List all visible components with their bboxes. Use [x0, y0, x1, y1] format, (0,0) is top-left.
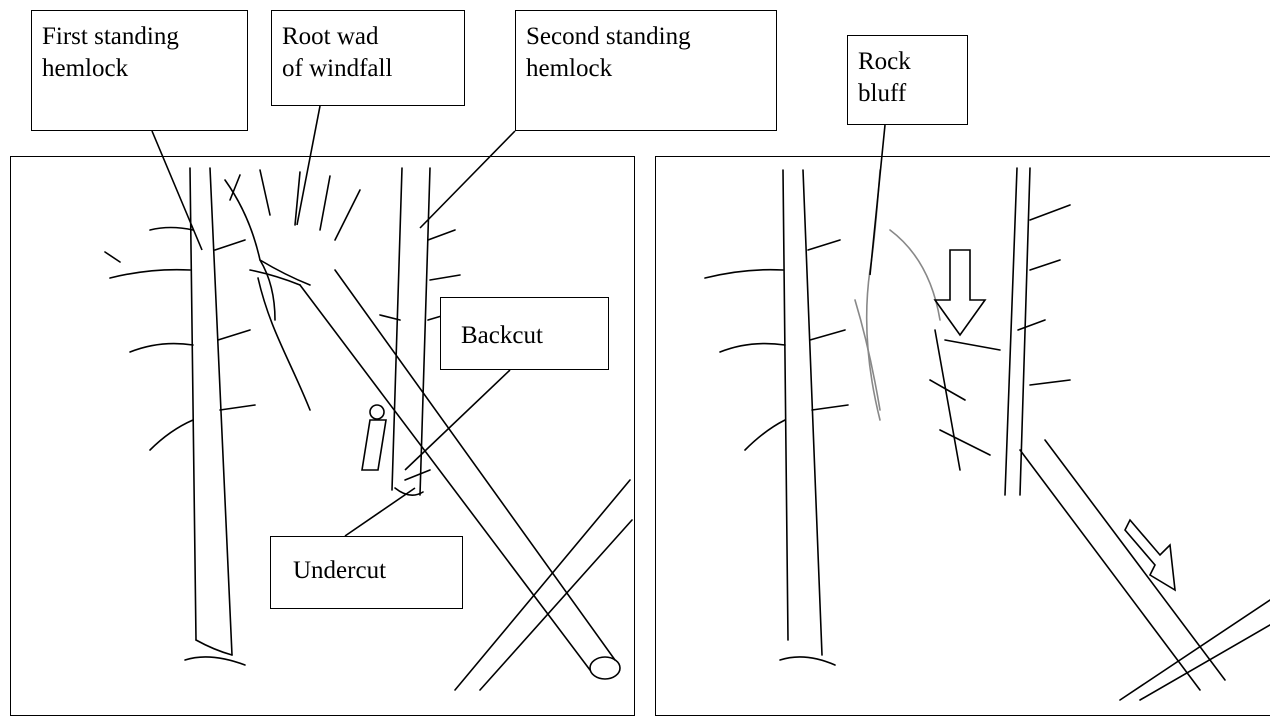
label-rock-bluff: Rock bluff: [847, 35, 968, 125]
motion-arrow-down: [935, 250, 985, 335]
falling-log-right: [1020, 440, 1225, 690]
label-undercut: Undercut: [270, 536, 463, 609]
root-wad-sketch: [225, 170, 360, 410]
label-first-standing-hemlock: First standing hemlock: [31, 10, 248, 131]
first-hemlock-trunk: [105, 168, 255, 665]
fallen-root-wad: [930, 330, 1000, 470]
rock-bluff-sketch: [855, 170, 940, 420]
crossing-logs-left: [455, 480, 632, 690]
label-root-wad-of-windfall: Root wad of windfall: [271, 10, 465, 106]
crossing-logs-right: [1120, 600, 1270, 700]
person-sketch: [362, 405, 386, 470]
second-hemlock-trunk-right: [1005, 168, 1070, 495]
first-hemlock-trunk-right: [705, 170, 848, 665]
label-second-standing-hemlock: Second standing hemlock: [515, 10, 777, 131]
label-backcut: Backcut: [440, 297, 609, 370]
